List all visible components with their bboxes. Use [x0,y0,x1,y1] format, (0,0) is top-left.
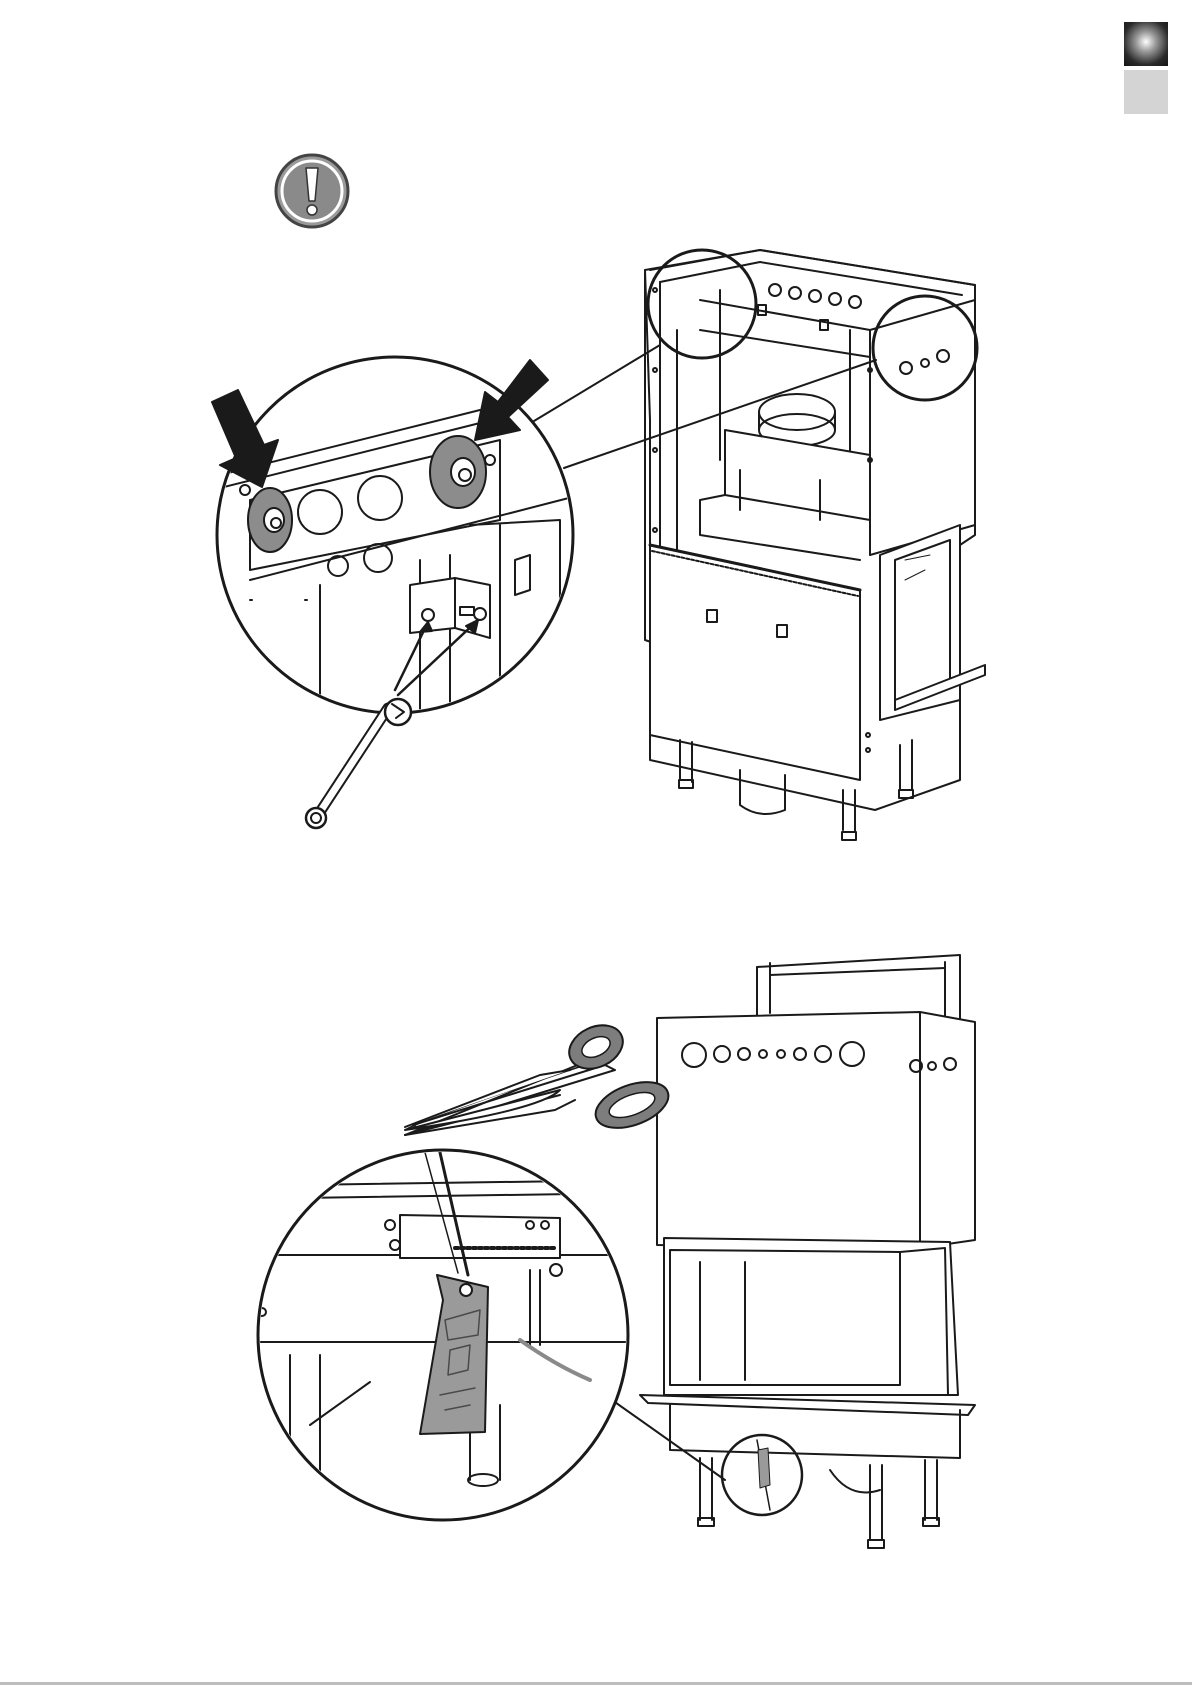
warning-exclamation-icon [276,155,348,227]
figure-1 [212,155,985,840]
figure-2 [250,955,975,1548]
magnified-tag-detail [250,1093,640,1521]
wrench-icon [306,699,411,828]
magnified-wheel-detail [217,357,600,720]
wheel-right [430,436,486,508]
fireplace-insert-front [640,955,975,1548]
scissors-icon [405,1017,675,1137]
wheel-left [248,488,292,552]
fireplace-insert-frame [645,250,985,840]
